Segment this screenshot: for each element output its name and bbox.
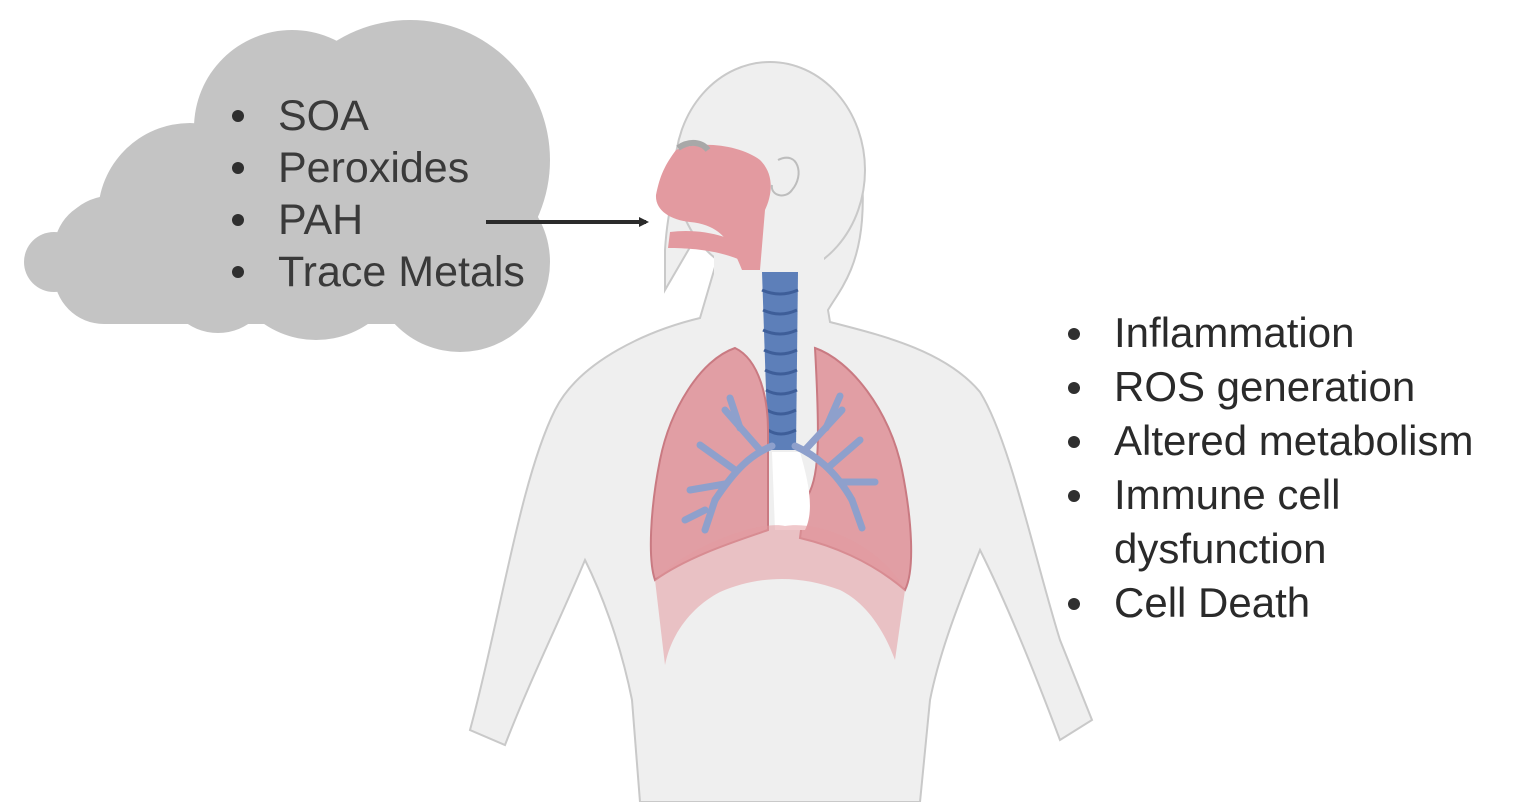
- pollutant-list: SOA Peroxides PAH Trace Metals: [228, 90, 525, 298]
- pollutant-item: Peroxides: [228, 142, 525, 194]
- effect-item: Altered metabolism: [1064, 414, 1532, 468]
- effect-item: ROS generation: [1064, 360, 1532, 414]
- effect-item: Cell Death: [1064, 576, 1532, 630]
- pollutant-item: SOA: [228, 90, 525, 142]
- pollutant-item: PAH: [228, 194, 525, 246]
- effect-item: Immune cell dysfunction: [1064, 468, 1532, 576]
- effect-item: Inflammation: [1064, 306, 1532, 360]
- pollutant-item: Trace Metals: [228, 246, 525, 298]
- effects-list: Inflammation ROS generation Altered meta…: [1064, 306, 1532, 630]
